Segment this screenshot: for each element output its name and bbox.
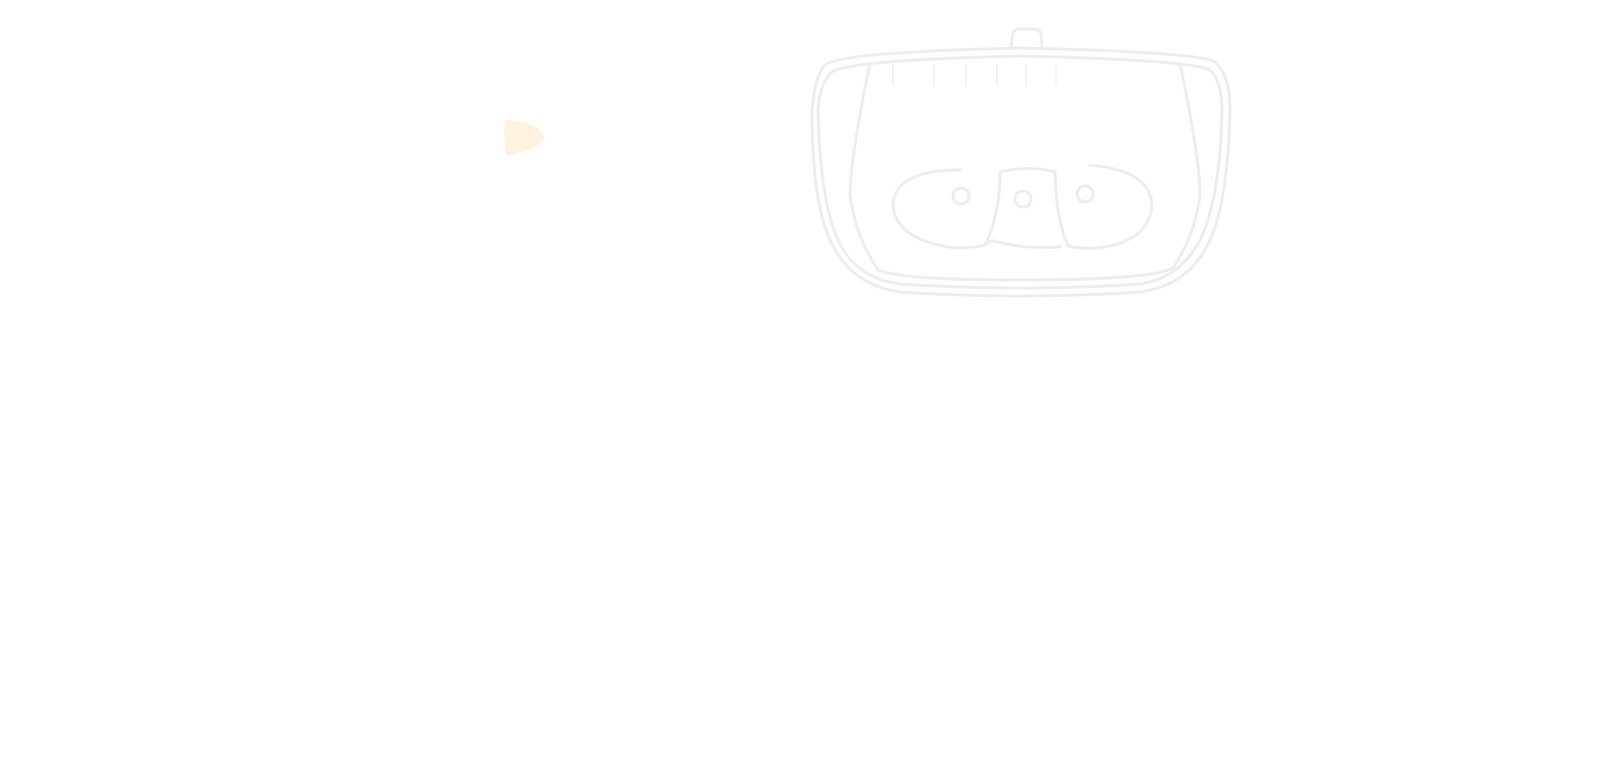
orange-blob-shape [504,120,545,156]
mask-line-drawing [810,27,1232,298]
